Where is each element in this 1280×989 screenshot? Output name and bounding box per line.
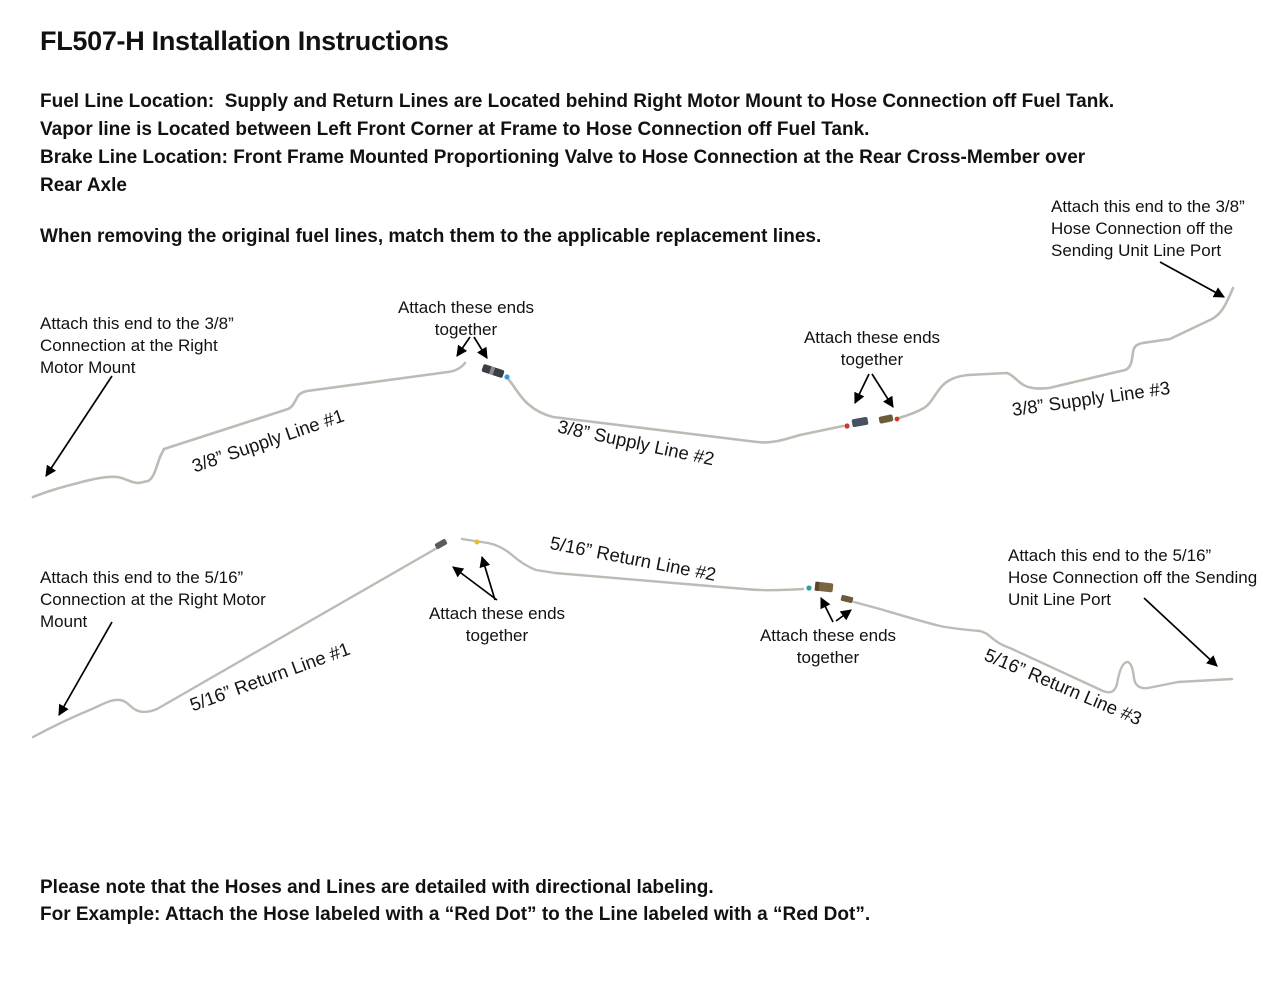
supply-joint-2-fitting [844,414,900,429]
return-line-2-label: 5/16” Return Line #2 [548,532,718,585]
fitting-band-icon [814,581,820,591]
supply-joint-1-fitting [481,364,510,380]
removal-note-text: When removing the original fuel lines, m… [40,226,822,247]
blue-dot-icon [504,374,510,380]
return-joint-2-fitting [806,581,854,604]
return-left-annotation: Attach this end to the 5/16”Connection a… [40,568,266,631]
return-right-annotation: Attach this end to the 5/16”Hose Connect… [1008,546,1258,609]
page-title: FL507-H Installation Instructions [40,26,449,56]
hose-fitting-icon [851,416,869,428]
return-line-1-label: 5/16” Return Line #1 [186,637,353,716]
supply-left-annotation: Attach this end to the 3/8”Connection at… [40,314,234,377]
supply-line-3-label: 3/8” Supply Line #3 [1010,377,1172,420]
hose-fitting-icon [840,594,854,604]
supply-line-1-tube [31,361,467,499]
supply-right-annotation: Attach this end to the 3/8”Hose Connecti… [1051,197,1245,260]
red-dot-icon [844,423,850,429]
arrow-return-joint2-a [820,597,834,623]
teal-dot-icon [806,585,812,591]
yellow-dot-icon [474,539,480,545]
fuel-line-location-text: Fuel Line Location: Supply and Return Li… [40,91,1115,196]
hose-fitting-icon [434,538,448,550]
arrow-supply-joint2-a [854,373,870,404]
arrow-supply-right-end [1159,261,1225,298]
return-line-3-label: 5/16” Return Line #3 [981,643,1145,730]
hose-fitting-icon [814,581,834,593]
arrow-supply-joint2-b [871,373,894,408]
arrow-supply-left-end [45,375,113,477]
arrow-return-joint1-b [479,555,496,601]
arrow-return-left-end [58,621,113,716]
hose-fitting-icon [878,414,894,424]
directional-labeling-note: Please note that the Hoses and Lines are… [40,877,871,925]
supply-line-2-label: 3/8” Supply Line #2 [555,415,717,470]
supply-line-1-label: 3/8” Supply Line #1 [189,404,347,477]
arrow-return-joint2-b [835,609,852,622]
hose-fitting-icon [481,364,505,378]
return-joint-1-fitting [434,538,480,550]
arrow-return-joint1-a [452,566,498,601]
red-dot-icon [894,416,900,422]
fitting-band-icon [488,366,496,376]
